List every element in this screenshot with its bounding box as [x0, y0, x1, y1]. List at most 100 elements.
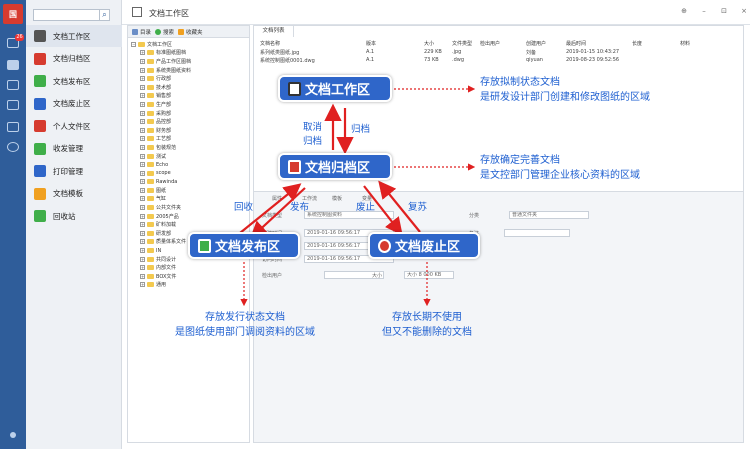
expand-icon[interactable]: + [140, 170, 145, 176]
column-header[interactable]: 检出用户 [480, 41, 501, 47]
column-header[interactable]: 最后时间 [566, 41, 587, 47]
tree-node[interactable]: +BOX文件 [128, 272, 249, 281]
maximize-icon[interactable]: ⊡ [721, 7, 727, 15]
tree-node[interactable]: +Echo [128, 160, 249, 169]
detail-field-value[interactable]: 普通文件夹 [509, 211, 589, 219]
expand-icon[interactable]: + [140, 93, 145, 99]
expand-icon[interactable]: + [140, 222, 145, 228]
detail-tab[interactable]: 模板 [332, 196, 343, 202]
tree-node[interactable]: +采购部 [128, 109, 249, 118]
expand-icon[interactable]: + [140, 162, 145, 168]
expand-icon[interactable]: + [140, 67, 145, 73]
expand-icon[interactable]: + [140, 179, 145, 185]
tab-search[interactable]: 搜索 [155, 28, 174, 36]
expand-icon[interactable]: + [140, 110, 145, 116]
tree-node[interactable]: +标准图纸图档 [128, 49, 249, 58]
tree-node[interactable]: +scope [128, 169, 249, 178]
detail-field-value[interactable]: 系统控制图资料 [304, 211, 394, 219]
tree-node[interactable]: +品控部 [128, 117, 249, 126]
expand-icon[interactable]: + [140, 196, 145, 202]
column-header[interactable]: 文件类型 [452, 41, 473, 47]
tree-node[interactable]: +内部文件 [128, 263, 249, 272]
tree-root[interactable]: −文档工作区 [128, 40, 249, 49]
detail-field-value[interactable]: 大小 8 000 KB [404, 271, 454, 279]
settings-icon[interactable] [7, 142, 19, 152]
tree-node[interactable]: +质量体系文件 [128, 238, 249, 247]
sidebar-item-archive[interactable]: 文档归档区 [26, 48, 122, 70]
tree-node[interactable]: +矿料加载 [128, 220, 249, 229]
expand-icon[interactable]: + [140, 84, 145, 90]
tree-node[interactable]: +产品工作区图档 [128, 57, 249, 66]
collapse-icon[interactable]: − [131, 41, 136, 47]
sidebar-item-personal[interactable]: 个人文件区 [26, 115, 122, 137]
column-header[interactable]: 大小 [424, 41, 435, 47]
tree-node[interactable]: +公共文件夹 [128, 203, 249, 212]
tree-node[interactable]: +技术部 [128, 83, 249, 92]
column-header[interactable]: 创建用户 [526, 41, 547, 47]
expand-icon[interactable]: + [140, 76, 145, 82]
expand-icon[interactable]: + [140, 256, 145, 262]
sidebar-item-print[interactable]: 打印管理 [26, 160, 122, 182]
tree-node[interactable]: +2005产品 [128, 212, 249, 221]
info-icon[interactable] [10, 432, 16, 438]
column-header[interactable]: 长度 [632, 41, 643, 47]
tab-document-list[interactable]: 文档列表 [254, 26, 294, 37]
flow-icon[interactable] [7, 80, 19, 90]
tree-node[interactable]: +IN [128, 246, 249, 255]
sidebar-item-work[interactable]: 文档工作区 [26, 25, 122, 47]
tree-node[interactable]: +工艺部 [128, 135, 249, 144]
monitor-icon[interactable] [7, 38, 19, 48]
tree-node[interactable]: +研发部 [128, 229, 249, 238]
expand-icon[interactable]: + [140, 205, 145, 211]
expand-icon[interactable]: + [140, 101, 145, 107]
tree-node[interactable]: +通用 [128, 281, 249, 290]
close-icon[interactable]: × [741, 7, 747, 15]
minimize-icon[interactable]: – [702, 7, 706, 15]
tree-node[interactable]: +测试 [128, 152, 249, 161]
sidebar-item-publish[interactable]: 文档发布区 [26, 70, 122, 92]
user-icon[interactable] [7, 122, 19, 132]
sync-icon[interactable] [7, 100, 19, 110]
detail-field-value[interactable] [324, 271, 384, 279]
column-header[interactable]: 文档名称 [260, 41, 281, 47]
sidebar-item-template[interactable]: 文档模板 [26, 183, 122, 205]
expand-icon[interactable]: + [140, 230, 145, 236]
expand-icon[interactable]: + [140, 282, 145, 288]
expand-icon[interactable]: + [140, 153, 145, 159]
detail-tab[interactable]: 属性 [272, 196, 283, 202]
expand-icon[interactable]: + [140, 144, 145, 150]
expand-icon[interactable]: + [140, 248, 145, 254]
tree-node[interactable]: +包装规范 [128, 143, 249, 152]
pin-icon[interactable]: ⊕ [681, 7, 687, 15]
tab-directory[interactable]: 目录 [132, 28, 151, 36]
detail-tab[interactable]: 工作流 [302, 196, 318, 202]
tree-node[interactable]: +生产部 [128, 100, 249, 109]
sidebar-item-abolish[interactable]: 文档废止区 [26, 93, 122, 115]
detail-tab[interactable]: 变量 [362, 196, 373, 202]
tab-favorites[interactable]: 收藏夹 [178, 28, 203, 36]
sidebar-item-dispatch[interactable]: 收发管理 [26, 138, 122, 160]
tree-node[interactable]: +行政部 [128, 74, 249, 83]
tree-node[interactable]: +销售部 [128, 92, 249, 101]
tree-node[interactable]: +气缸 [128, 195, 249, 204]
expand-icon[interactable]: + [140, 239, 145, 245]
expand-icon[interactable]: + [140, 50, 145, 56]
expand-icon[interactable]: + [140, 265, 145, 271]
expand-icon[interactable]: + [140, 213, 145, 219]
expand-icon[interactable]: + [140, 136, 145, 142]
detail-field-value[interactable] [504, 229, 570, 237]
search-icon[interactable]: ⌕ [99, 9, 110, 21]
expand-icon[interactable]: + [140, 119, 145, 125]
column-header[interactable]: 材料 [680, 41, 691, 47]
tree-node[interactable]: +Rawinda [128, 178, 249, 187]
tree-node[interactable]: +图纸 [128, 186, 249, 195]
tree-node[interactable]: +财务部 [128, 126, 249, 135]
expand-icon[interactable]: + [140, 127, 145, 133]
tree-node[interactable]: +共同设计 [128, 255, 249, 264]
document-icon[interactable] [7, 60, 19, 70]
expand-icon[interactable]: + [140, 58, 145, 64]
expand-icon[interactable]: + [140, 187, 145, 193]
tree-node[interactable]: +系统类图纸资料 [128, 66, 249, 75]
